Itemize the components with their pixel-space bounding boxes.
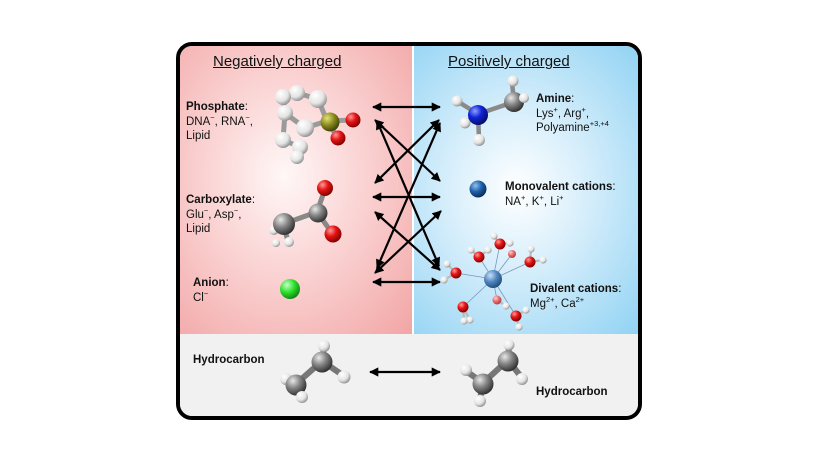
divalent-label: Divalent cations: Mg2+, Ca2+	[530, 283, 622, 310]
monovalent-ion	[469, 180, 487, 198]
arrow-anion-monovalent	[374, 210, 442, 274]
carboxylate-name: Carboxylate	[186, 194, 252, 206]
positive-heading: Positively charged	[448, 53, 570, 70]
hydrocarbon-left-label: Hydrocarbon	[193, 354, 265, 366]
divalent-cation-complex	[440, 232, 547, 331]
carboxylate-label: Carboxylate: Glu−, Asp−, Lipid	[186, 194, 256, 235]
monovalent-name: Monovalent cations	[505, 181, 613, 193]
hydrocarbon-left-molecule	[280, 340, 351, 403]
phosphate-label: Phosphate: DNA−, RNA−, Lipid	[186, 101, 253, 142]
anion-label: Anion: Cl−	[193, 277, 229, 304]
anion-name: Anion	[193, 277, 226, 289]
negative-heading: Negatively charged	[213, 53, 342, 70]
monovalent-label: Monovalent cations: NA+, K+, Li+	[505, 181, 616, 208]
amine-name: Amine	[536, 93, 572, 105]
hydrocarbon-right-molecule	[460, 339, 528, 407]
interaction-arrows	[369, 102, 442, 377]
amine-molecule	[451, 75, 529, 146]
phosphate-molecule	[275, 85, 361, 164]
phosphate-name: Phosphate	[186, 101, 245, 113]
divalent-name: Divalent cations	[530, 283, 619, 295]
carboxylate-molecule	[269, 180, 342, 247]
amine-label: Amine: Lys+, Arg+, Polyamine+3,+4	[536, 93, 609, 134]
chloride-ion	[280, 279, 300, 299]
hydrocarbon-right-label: Hydrocarbon	[536, 386, 608, 398]
